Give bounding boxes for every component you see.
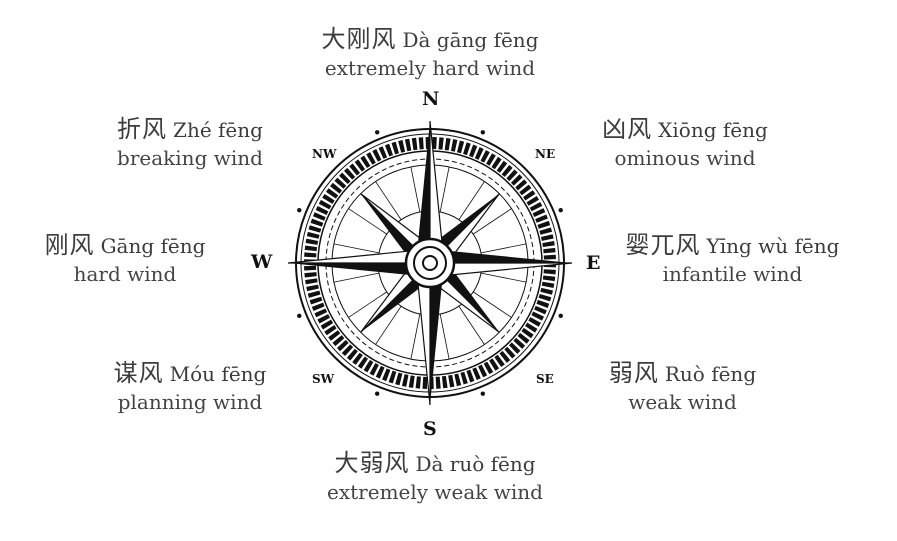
wind-chinese: 凶风 — [602, 115, 653, 143]
wind-pinyin: Xiōng fēng — [658, 118, 768, 142]
wind-pinyin: Móu fēng — [169, 362, 267, 386]
wind-chinese: 折风 — [117, 115, 168, 143]
wind-english: extremely weak wind — [327, 479, 543, 504]
wind-chinese: 大弱风 — [334, 449, 410, 477]
wind-english: breaking wind — [117, 145, 263, 170]
ornament-dot — [297, 313, 302, 319]
wind-pinyin: Yīng wù fēng — [706, 234, 840, 258]
ornament-dot — [374, 391, 380, 396]
spoke-line — [348, 291, 387, 318]
wind-chinese: 大刚风 — [321, 25, 397, 53]
wind-chinese: 谋风 — [113, 359, 164, 387]
star-point-cardinal-dark — [288, 263, 430, 277]
direction-label-nw: NW — [312, 147, 337, 161]
wind-english: planning wind — [117, 389, 263, 414]
direction-label-ne: NE — [535, 147, 556, 161]
direction-label-s: S — [423, 418, 437, 440]
direction-label-se: SE — [536, 372, 554, 386]
ornament-dot — [374, 130, 380, 135]
direction-label-e: E — [586, 252, 601, 274]
star-point-cardinal-dark — [416, 121, 430, 263]
ornament-dot — [558, 313, 563, 319]
wind-chinese: 弱风 — [608, 359, 659, 387]
spoke-line — [375, 181, 402, 220]
spoke-line — [348, 208, 387, 235]
ornament-dot — [297, 207, 302, 213]
wind-chinese: 刚风 — [44, 231, 95, 259]
wind-pinyin: Ruò fēng — [664, 362, 757, 386]
direction-label-w: W — [251, 251, 273, 273]
spoke-line — [473, 291, 512, 318]
star-point-cardinal-dark — [430, 263, 444, 405]
ornament-dot — [480, 130, 486, 135]
direction-label-sw: SW — [312, 372, 335, 386]
spoke-line — [480, 243, 527, 254]
spoke-line — [458, 181, 485, 220]
wind-pinyin: Gāng fēng — [100, 234, 206, 258]
wind-english: weak wind — [628, 389, 737, 414]
spoke-line — [333, 272, 380, 283]
spoke-line — [439, 166, 450, 213]
wind-english: ominous wind — [614, 145, 756, 170]
direction-label-n: N — [422, 88, 440, 110]
ornament-dot — [480, 391, 486, 396]
spoke-line — [480, 272, 527, 283]
wind-pinyin: Dà gāng fēng — [402, 28, 539, 52]
ornament-dot — [558, 207, 563, 213]
wind-english: extremely hard wind — [324, 55, 536, 80]
spoke-line — [375, 306, 402, 345]
spoke-line — [473, 208, 512, 235]
spoke-line — [410, 166, 421, 213]
wind-pinyin: Zhé fēng — [173, 118, 263, 142]
wind-chinese: 婴兀风 — [625, 231, 701, 259]
center-hub-inner — [422, 255, 438, 271]
wind-pinyin: Dà ruò fēng — [415, 452, 536, 476]
wind-english: infantile wind — [662, 261, 803, 286]
spoke-line — [410, 313, 421, 360]
star-point-cardinal-dark — [430, 249, 572, 263]
wind-english: hard wind — [73, 261, 177, 286]
spoke-line — [458, 306, 485, 345]
spoke-line — [439, 313, 450, 360]
spoke-line — [333, 243, 380, 254]
